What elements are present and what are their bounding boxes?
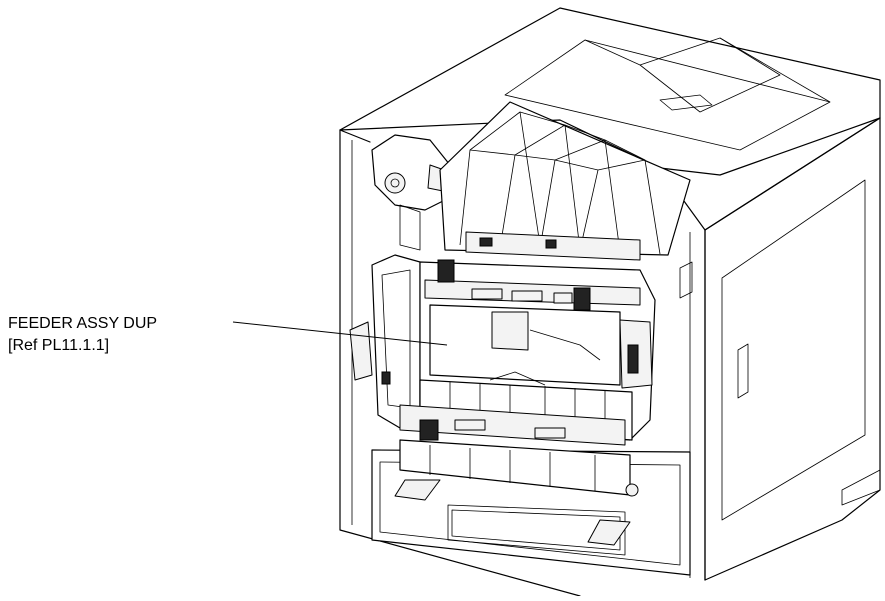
feeder-assy-dup [349, 101, 691, 497]
callout-label-ref: [Ref PL11.1.1] [8, 337, 110, 354]
callout-leader-line [232, 321, 448, 346]
callout-label-title: FEEDER ASSY DUP [8, 315, 158, 332]
printer-body [339, 7, 881, 597]
